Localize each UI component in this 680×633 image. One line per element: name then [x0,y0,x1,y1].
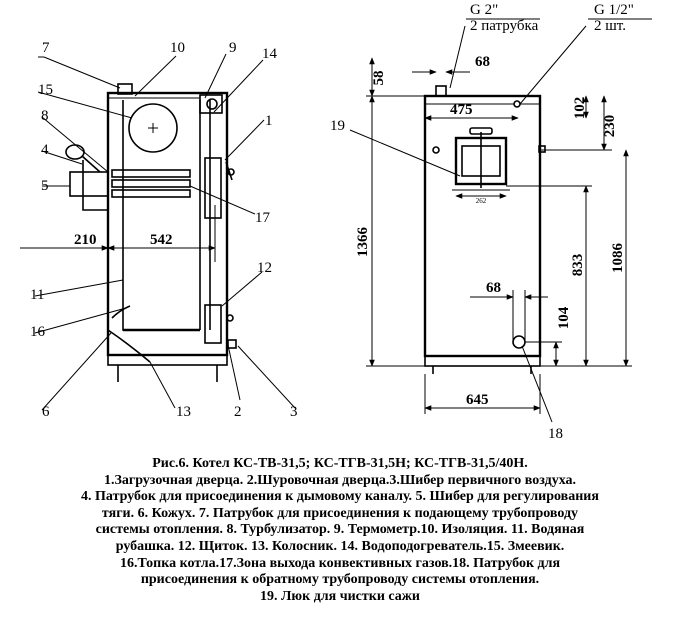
callout-1: 1 [265,113,273,129]
front-casing [423,94,542,358]
base [107,354,228,366]
callout-18: 18 [548,426,563,442]
caption-line: рубашка. 12. Щиток. 13. Колосник. 14. Во… [115,538,565,554]
callout-7: 7 [42,40,50,56]
dim-104: 104 [556,306,572,329]
outer-casing [106,91,229,357]
section-view: 210 542 7 10 9 14 15 8 4 [20,40,298,420]
callout-4: 4 [41,142,49,158]
caption-line: присоединения к обратному трубопроводу с… [140,572,540,588]
dim-645: 645 [466,392,489,408]
g12-label: G 1/2" [594,2,634,18]
caption-line: тяги. 6. Кожух. 7. Патрубок для присоеди… [101,505,579,521]
return-pipe [512,335,526,349]
dim-475: 475 [450,102,473,118]
caption-title: Рис.6. Котел КС-ТВ-31,5; КС-ТГВ-31,5Н; К… [152,456,528,471]
g2-note: 2 патрубка [470,18,539,34]
callout-13: 13 [176,404,191,420]
dim-68-top: 68 [475,54,490,70]
boiler-drawing: 210 542 7 10 9 14 15 8 4 [20,2,652,442]
turbulizer-tube [111,169,191,178]
g2-label: G 2" [470,2,498,18]
air-damper [227,339,237,349]
callout-19: 19 [330,118,345,134]
top-pipe [435,85,447,97]
callout-5: 5 [41,178,49,194]
callout-9: 9 [229,40,237,56]
turbulizer-handle [65,144,85,160]
dim-58: 58 [371,71,387,86]
dim-230: 230 [602,115,618,138]
dim-1366: 1366 [355,227,371,258]
dim-833: 833 [570,254,586,277]
dim-68-bottom: 68 [486,280,501,296]
g12-note: 2 шт. [594,18,626,34]
front-view: 58 68 475 102 230 262 1366 833 1086 68 [330,2,652,442]
thermometer-box [199,94,223,114]
callout-3: 3 [290,404,298,420]
dim-102: 102 [572,97,588,120]
caption-line: системы отопления. 8. Турбулизатор. 9. Т… [95,522,585,538]
callout-6: 6 [42,404,50,420]
dim-1086: 1086 [610,243,626,274]
callout-17: 17 [255,210,271,226]
callout-11: 11 [30,287,44,303]
dim-262: 262 [476,197,487,205]
caption-line: 16.Топка котла.17.Зона выхода конвективн… [119,555,561,571]
dim-210: 210 [74,232,97,248]
dim-542: 542 [150,232,173,248]
caption-line: 1.Загрузочная дверца. 2.Шуровочная дверц… [103,472,577,488]
callout-15: 15 [38,82,53,98]
callout-8: 8 [41,108,49,124]
caption-line: 4. Патрубок для присоединения к дымовому… [81,489,599,505]
coil-circle [128,103,178,153]
flue-pipe [69,171,109,197]
figure-caption: Рис.6. Котел КС-ТВ-31,5; КС-ТГВ-31,5Н; К… [0,456,680,633]
callout-14: 14 [262,46,278,62]
caption-line: 19. Люк для чистки сажи [260,588,420,604]
loading-door [204,157,222,219]
callout-2: 2 [234,404,242,420]
water-jacket-wall [122,100,200,331]
callout-10: 10 [170,40,185,56]
callout-16: 16 [30,324,46,340]
stoking-door [204,304,222,344]
callout-12: 12 [257,260,272,276]
